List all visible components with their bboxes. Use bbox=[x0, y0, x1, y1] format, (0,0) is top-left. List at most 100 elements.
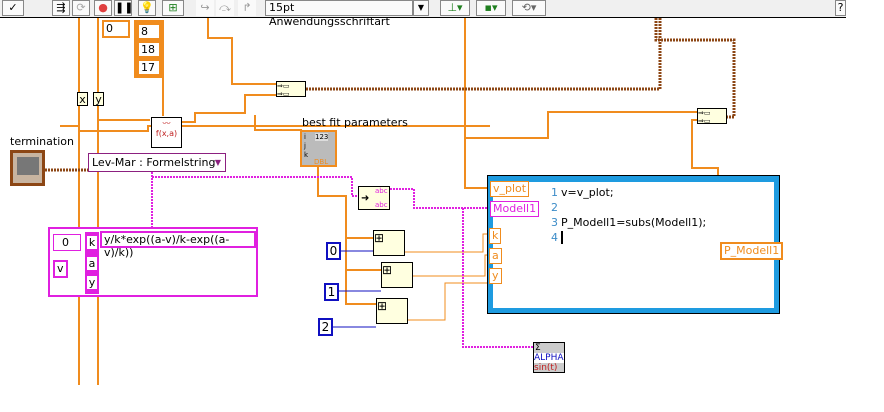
code-text[interactable]: P_Modell1=subs(Modell1); bbox=[561, 216, 707, 229]
var-name[interactable]: v bbox=[53, 260, 68, 278]
code-text[interactable]: v=v_plot; bbox=[561, 186, 614, 199]
wire bbox=[182, 94, 276, 123]
wire bbox=[254, 115, 302, 131]
code-line: 4 bbox=[551, 230, 567, 245]
line-number: 2 bbox=[551, 201, 558, 214]
checkmark-icon[interactable]: ✓ bbox=[2, 0, 24, 16]
express-top: ALPHA bbox=[534, 353, 564, 363]
wire bbox=[306, 18, 662, 91]
retain-wire-icon[interactable]: ⟳ bbox=[72, 0, 90, 16]
termination-cluster-terminal[interactable] bbox=[10, 150, 45, 186]
index-j: j bbox=[304, 142, 306, 150]
wire bbox=[333, 250, 381, 328]
line-number: 1 bbox=[551, 186, 558, 199]
input-v-plot[interactable]: v_plot bbox=[490, 181, 530, 197]
output-p-modell1[interactable]: P_Modell1 bbox=[720, 242, 784, 260]
index-constant[interactable]: 1 bbox=[324, 283, 339, 301]
best-fit-indicator[interactable]: 123 i j k DBL bbox=[300, 130, 337, 167]
enum-value: Lev-Mar : Formelstring bbox=[92, 156, 216, 169]
array-index[interactable]: 0 bbox=[102, 20, 130, 38]
concat-row: abc bbox=[375, 187, 388, 195]
type-dbl: DBL bbox=[314, 158, 329, 166]
step-over-icon[interactable]: ⤼ bbox=[216, 0, 234, 16]
index-array-node[interactable]: ⊞ bbox=[373, 230, 405, 256]
wire bbox=[465, 111, 697, 139]
index-array-icon: ⊞ bbox=[377, 299, 388, 313]
index-constant[interactable]: 2 bbox=[318, 318, 333, 336]
wire bbox=[408, 282, 490, 321]
highlight-execution-icon[interactable]: 💡 bbox=[138, 0, 156, 16]
distribute-objects-icon[interactable]: ▪▾ bbox=[476, 0, 506, 16]
wire bbox=[462, 208, 533, 348]
input-a[interactable]: a bbox=[489, 248, 502, 264]
line-number: 4 bbox=[551, 231, 558, 244]
param-y[interactable]: y bbox=[87, 276, 97, 289]
input-k[interactable]: k bbox=[489, 228, 502, 244]
line-number: 3 bbox=[551, 216, 558, 229]
wire bbox=[79, 125, 152, 132]
concatenate-strings-node[interactable]: ➜ abc abc bbox=[358, 186, 390, 210]
termination-label: termination bbox=[10, 135, 74, 148]
index-k: k bbox=[304, 151, 309, 159]
curve-fit-vi[interactable]: 〰f(x,a) bbox=[151, 117, 182, 148]
sigma-icon: Σ bbox=[535, 343, 541, 353]
wire bbox=[207, 18, 276, 85]
expression-string[interactable]: y/k*exp((a-v)/k-exp((a-v)/k)) bbox=[100, 231, 256, 259]
bundle-icon: ⇒▭⇒▭ bbox=[698, 109, 711, 125]
index-array-icon: ⊞ bbox=[382, 263, 393, 277]
pause-icon[interactable]: ❚❚ bbox=[114, 0, 134, 16]
param-a[interactable]: a bbox=[87, 257, 97, 270]
retain-values-icon[interactable]: ⊞ bbox=[162, 0, 184, 16]
index-array-node[interactable]: ⊞ bbox=[376, 298, 408, 324]
wire bbox=[654, 18, 736, 119]
formula-cluster-constant[interactable]: 0 v k a y y/k*exp((a-v)/k-exp((a-v)/k)) bbox=[48, 227, 258, 297]
array-constant: 8 18 17 bbox=[134, 20, 164, 78]
font-select[interactable]: 15pt Anwendungsschriftart bbox=[265, 0, 413, 28]
param-k[interactable]: k bbox=[87, 236, 97, 249]
cluster-index[interactable]: 0 bbox=[53, 234, 81, 251]
text-cursor bbox=[561, 231, 567, 244]
input-modell1[interactable]: Modell1 bbox=[490, 201, 540, 217]
chevron-down-icon[interactable]: ▼ bbox=[413, 0, 429, 16]
best-fit-label: best fit parameters bbox=[302, 116, 408, 129]
index-array-node[interactable]: ⊞ bbox=[381, 262, 413, 288]
wire bbox=[152, 176, 358, 197]
chevron-down-icon: ▼ bbox=[214, 158, 221, 167]
wire bbox=[346, 237, 381, 271]
arrow-icon: ➜ bbox=[361, 193, 370, 204]
index-i: i bbox=[304, 133, 306, 141]
y-terminal[interactable]: y bbox=[93, 92, 104, 106]
bundle-node[interactable]: ⇒▭⇒▭ bbox=[697, 108, 727, 125]
wire bbox=[317, 167, 376, 305]
toolbar: ✓ ⇶ ⟳ ● ❚❚ 💡 ⊞ ↪ ⤼ ↱ 15pt Anwendungsschr… bbox=[0, 0, 846, 28]
input-y[interactable]: y bbox=[489, 268, 502, 284]
bundle-node[interactable]: ⇒▭⇒▭ bbox=[276, 81, 306, 98]
step-out-icon[interactable]: ↱ bbox=[238, 0, 256, 16]
wire bbox=[405, 233, 490, 253]
express-node[interactable]: Σ ALPHA sin(t) bbox=[533, 342, 565, 373]
array-element[interactable]: 18 bbox=[137, 41, 161, 58]
help-button[interactable]: ? bbox=[835, 0, 846, 16]
reorder-icon[interactable]: ⟲▾ bbox=[512, 0, 546, 16]
wire bbox=[464, 18, 490, 189]
array-element[interactable]: 8 bbox=[137, 23, 161, 40]
indicator-header: 123 bbox=[315, 133, 329, 141]
curve-fit-icon: 〰f(x,a) bbox=[155, 119, 178, 138]
align-objects-icon[interactable]: ⊥▾ bbox=[440, 0, 470, 16]
array-element[interactable]: 17 bbox=[137, 59, 161, 76]
run-continuously-icon[interactable]: ⇶ bbox=[52, 0, 70, 16]
concat-row: abc bbox=[375, 201, 388, 209]
step-into-icon[interactable]: ↪ bbox=[196, 0, 214, 16]
wire bbox=[413, 254, 490, 277]
code-line: 2 bbox=[551, 200, 561, 215]
wire bbox=[691, 119, 719, 176]
x-terminal[interactable]: x bbox=[77, 92, 88, 106]
wire bbox=[390, 188, 490, 209]
index-constant[interactable]: 0 bbox=[326, 242, 341, 260]
index-array-icon: ⊞ bbox=[374, 231, 385, 245]
algorithm-enum[interactable]: Lev-Mar : Formelstring▼ bbox=[88, 153, 226, 172]
abort-icon[interactable]: ● bbox=[94, 0, 112, 16]
